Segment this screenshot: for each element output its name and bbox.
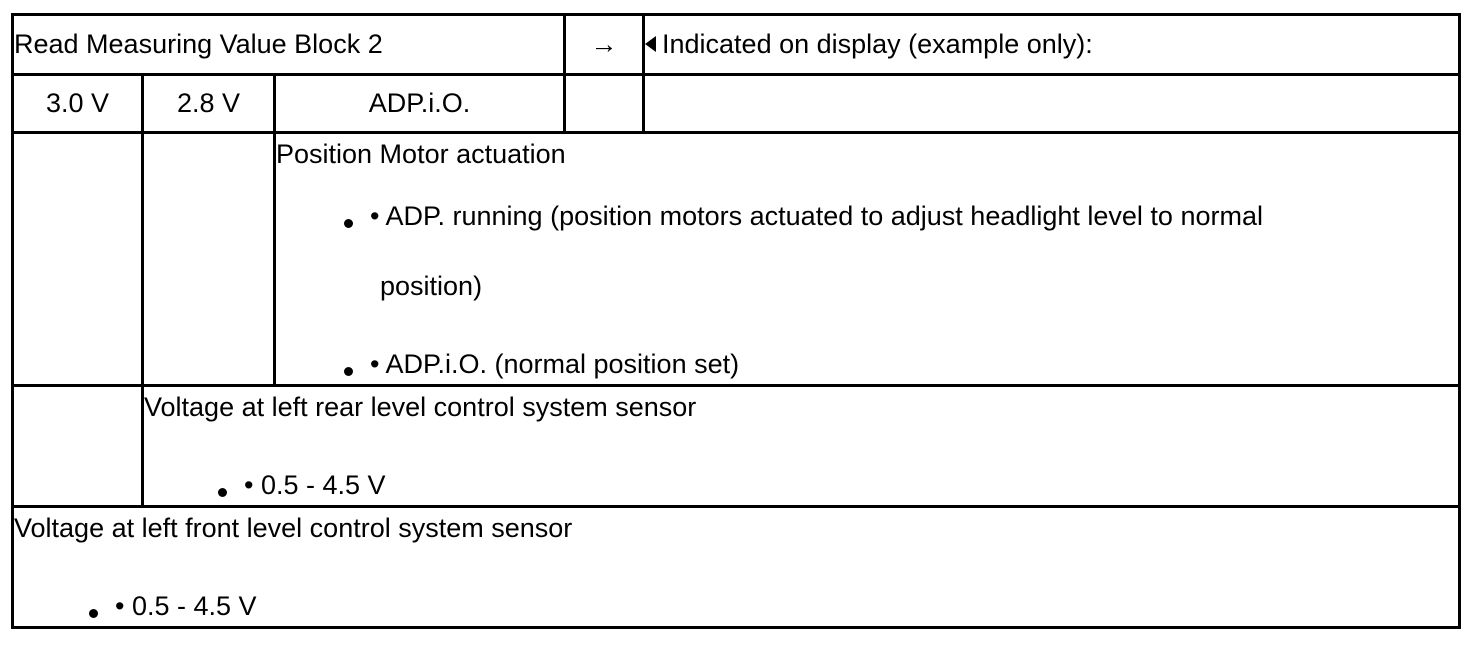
right-arrow-icon: → [563, 13, 645, 76]
front-sensor-content-cell: Voltage at left front level control syst… [11, 505, 1461, 629]
position-motor-item-2-text: • ADP.i.O. (normal position set) [370, 349, 740, 379]
spacer [276, 236, 1458, 266]
display-note-text: Indicated on display (example only): [662, 29, 1093, 59]
left-triangle-marker-icon [646, 35, 656, 52]
rear-sensor-blank-cell [11, 384, 144, 508]
bullet-dot-icon [344, 367, 353, 376]
rear-sensor-content-cell: Voltage at left rear level control syste… [141, 384, 1461, 508]
list-item: • ADP.i.O. (normal position set) [344, 344, 1458, 384]
table-row-position-motor: Position Motor actuation • ADP. running … [11, 131, 1461, 387]
bullet-dot-icon [344, 219, 353, 228]
front-sensor-heading: Voltage at left front level control syst… [14, 513, 573, 543]
value-cell-1: 3.0 V [11, 73, 144, 134]
spacer [276, 174, 1458, 196]
rear-sensor-item-1-text: • 0.5 - 4.5 V [244, 470, 386, 500]
table-row-front-sensor: Voltage at left front level control syst… [11, 505, 1461, 629]
read-measuring-value-block-title: Read Measuring Value Block 2 [11, 13, 566, 76]
display-note-cell: Indicated on display (example only): [642, 13, 1461, 76]
table-row-header: Read Measuring Value Block 2 → Indicated… [11, 13, 1461, 76]
position-motor-heading: Position Motor actuation [276, 139, 566, 169]
list-item: • ADP. running (position motors actuated… [344, 196, 1458, 236]
spacer [14, 548, 1458, 586]
position-motor-item-1-text: • ADP. running (position motors actuated… [370, 201, 1263, 231]
position-motor-item-1-continuation: position) [380, 271, 483, 301]
value-cell-arrow-empty [563, 73, 645, 134]
front-sensor-item-1-text: • 0.5 - 4.5 V [115, 591, 257, 621]
spacer [144, 427, 1458, 465]
rear-sensor-heading: Voltage at left rear level control syste… [144, 392, 697, 422]
measuring-value-block-table: Read Measuring Value Block 2 → Indicated… [11, 13, 1461, 629]
list-item: • 0.5 - 4.5 V [89, 586, 1458, 626]
position-motor-blank-cell-1 [11, 131, 144, 387]
list-item: • 0.5 - 4.5 V [218, 465, 1458, 505]
position-motor-content-cell: Position Motor actuation • ADP. running … [273, 131, 1461, 387]
bullet-dot-icon [218, 488, 227, 497]
table-row-rear-sensor: Voltage at left rear level control syste… [11, 384, 1461, 508]
value-cell-2: 2.8 V [141, 73, 276, 134]
table-row-values: 3.0 V 2.8 V ADP.i.O. [11, 73, 1461, 134]
spacer [276, 306, 1458, 344]
bullet-dot-icon [89, 609, 98, 618]
value-cell-status: ADP.i.O. [273, 73, 566, 134]
value-cell-note-empty [642, 73, 1461, 134]
position-motor-blank-cell-2 [141, 131, 276, 387]
